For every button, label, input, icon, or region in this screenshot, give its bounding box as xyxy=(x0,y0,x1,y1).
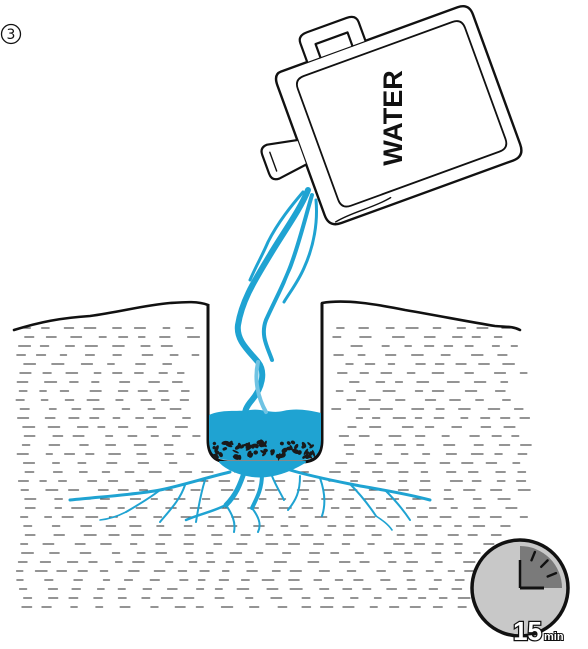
ground-surface-left xyxy=(14,302,208,330)
ground-surface-right xyxy=(322,302,520,330)
can-label: WATER xyxy=(378,70,408,166)
timer-value: 15 xyxy=(513,616,542,646)
step-number-badge: 3 xyxy=(2,25,21,44)
step-number-text: 3 xyxy=(7,27,16,43)
water-can-icon: WATER xyxy=(228,0,524,240)
timer-unit: min xyxy=(544,631,564,643)
timer-clock-icon: 15 min xyxy=(472,540,568,646)
